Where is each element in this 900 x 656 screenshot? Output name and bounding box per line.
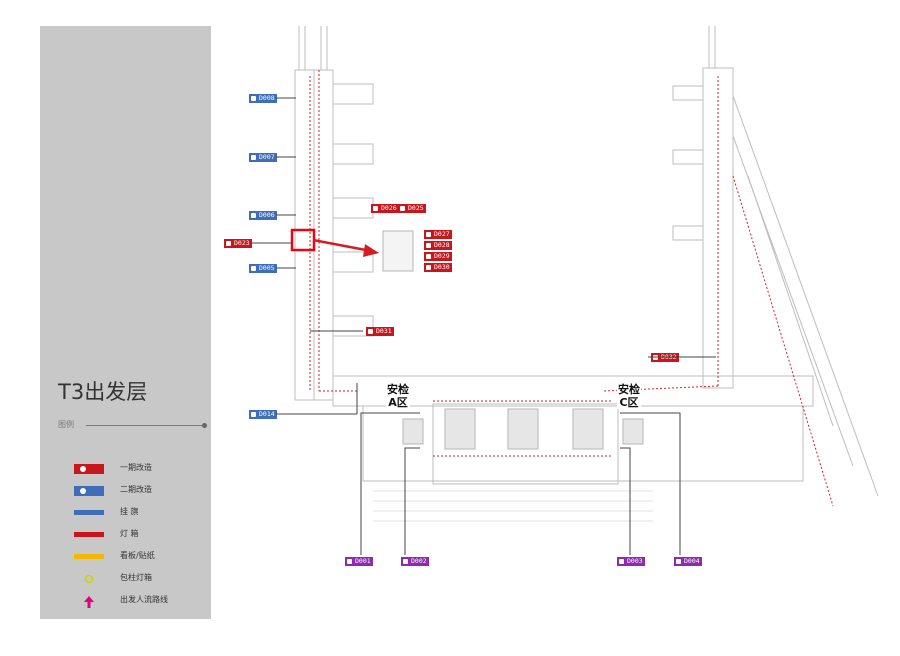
sign-tag[interactable]: D030 xyxy=(424,263,452,272)
legend-item-lightbox: 灯 箱 xyxy=(70,527,210,543)
sign-tag[interactable]: D003 xyxy=(617,557,645,566)
legend-label: 包柱灯箱 xyxy=(120,573,152,582)
billboard-bar-icon xyxy=(74,554,104,559)
legend-label: 挂 旗 xyxy=(120,507,139,516)
legend-heading: 图例 xyxy=(58,420,74,429)
sign-tag[interactable]: D008 xyxy=(249,94,277,103)
sign-tag[interactable]: D023 xyxy=(224,239,252,248)
sign-tag[interactable]: D007 xyxy=(249,153,277,162)
zone-label-line: C区 xyxy=(619,396,639,409)
column-circle-icon xyxy=(84,574,94,584)
sign-tag[interactable]: D014 xyxy=(249,410,277,419)
security-zone-a-label: 安检 A区 xyxy=(386,383,410,409)
legend-item-phase-one: 一期改造 xyxy=(70,461,210,477)
legend-divider-dot xyxy=(202,423,207,428)
legend-sidebar: T3出发层 图例 一期改造 二期改造 挂 旗 灯 箱 看板/贴纸 xyxy=(40,26,211,619)
sign-tag[interactable]: D027 xyxy=(424,230,452,239)
legend-label: 看板/贴纸 xyxy=(120,551,155,560)
legend-label: 出发人流路线 xyxy=(120,595,168,604)
sign-tag[interactable]: D004 xyxy=(674,557,702,566)
legend-item-flag: 挂 旗 xyxy=(70,505,210,521)
flow-arrow-icon xyxy=(84,596,94,608)
sign-tag[interactable]: D028 xyxy=(424,241,452,250)
legend-divider xyxy=(86,425,204,426)
sign-tag[interactable]: D001 xyxy=(345,557,373,566)
legend-label: 一期改造 xyxy=(120,463,152,472)
zone-label-line: 安检 xyxy=(618,383,640,396)
legend-item-billboard: 看板/贴纸 xyxy=(70,549,210,565)
legend-item-column-lightbox: 包柱灯箱 xyxy=(70,571,210,587)
zone-label-line: 安检 xyxy=(387,383,409,396)
phase-one-badge-icon xyxy=(74,464,104,474)
legend-label: 灯 箱 xyxy=(120,529,139,538)
floor-title: T3出发层 xyxy=(58,380,148,404)
sign-tag[interactable]: D025 xyxy=(398,204,426,213)
flag-bar-icon xyxy=(74,510,104,515)
sign-tag[interactable]: D002 xyxy=(401,557,429,566)
sign-tag[interactable]: D029 xyxy=(424,252,452,261)
security-zone-c-label: 安检 C区 xyxy=(617,383,641,409)
zone-label-line: A区 xyxy=(388,396,408,409)
terminal-floor-plan xyxy=(290,26,879,522)
lightbox-bar-icon xyxy=(74,532,104,537)
sign-tag[interactable]: D026 xyxy=(371,204,399,213)
phase-two-badge-icon xyxy=(74,486,104,496)
sign-tag[interactable]: D006 xyxy=(249,211,277,220)
legend-label: 二期改造 xyxy=(120,485,152,494)
sign-tag[interactable]: D031 xyxy=(366,327,394,336)
legend-item-flow: 出发人流路线 xyxy=(70,593,210,609)
legend-item-phase-two: 二期改造 xyxy=(70,483,210,499)
sign-tag[interactable]: D005 xyxy=(249,264,277,273)
